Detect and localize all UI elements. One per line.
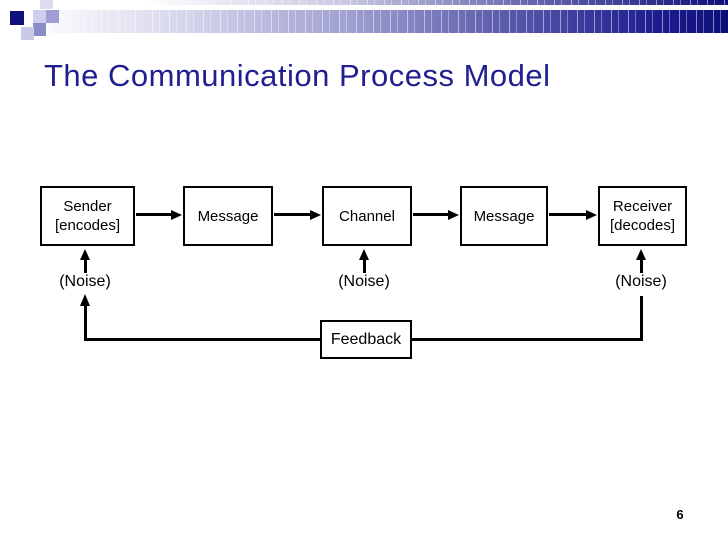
arrow-up-icon [79, 294, 90, 306]
noise-label: (Noise) [615, 273, 667, 290]
decor-square [46, 10, 59, 23]
diagram-box-message-2: Message [460, 186, 548, 246]
noise-arrow-line [639, 258, 643, 273]
box-label: Receiver [612, 198, 673, 215]
header-gradient-bar [28, 10, 728, 33]
decor-square [40, 0, 53, 9]
decor-square [21, 27, 34, 40]
noise-label: (Noise) [59, 273, 111, 290]
box-label: [decodes] [609, 217, 676, 234]
flow-arrow-line [549, 213, 586, 216]
feedback-line-right [639, 296, 643, 340]
decor-square [33, 10, 46, 23]
arrow-right-icon [586, 210, 597, 220]
arrow-right-icon [310, 210, 321, 220]
arrow-up-icon [359, 249, 369, 260]
noise-label: (Noise) [338, 273, 390, 290]
page-number: 6 [676, 507, 684, 522]
arrow-right-icon [448, 210, 459, 220]
arrow-up-icon [80, 249, 90, 260]
diagram-box-message-1: Message [183, 186, 273, 246]
flow-arrow-line [274, 213, 310, 216]
arrow-up-icon [636, 249, 646, 260]
flow-arrow-line [413, 213, 448, 216]
arrow-right-icon [171, 210, 182, 220]
decor-square [10, 11, 24, 25]
box-label: Message [473, 207, 535, 225]
box-label: Feedback [330, 330, 402, 348]
main-bar-stripe-texture [28, 10, 728, 33]
diagram-box-receiver: Receiver [decodes] [598, 186, 687, 246]
noise-arrow-line [362, 258, 366, 273]
flow-arrow-line [136, 213, 171, 216]
decor-square [33, 23, 46, 36]
box-label: Channel [339, 207, 395, 225]
header-thin-gradient-bar [141, 0, 728, 5]
diagram-box-channel: Channel [322, 186, 412, 246]
diagram-box-feedback: Feedback [320, 320, 412, 359]
box-label: Sender [63, 198, 112, 215]
noise-arrow-line [83, 258, 87, 273]
thin-bar-stripe-texture [141, 0, 728, 5]
feedback-line-left [83, 304, 87, 340]
slide-title: The Communication Process Model [44, 58, 551, 93]
diagram-box-sender: Sender [encodes] [40, 186, 135, 246]
box-label: Message [197, 207, 259, 225]
box-label: [encodes] [54, 217, 121, 234]
